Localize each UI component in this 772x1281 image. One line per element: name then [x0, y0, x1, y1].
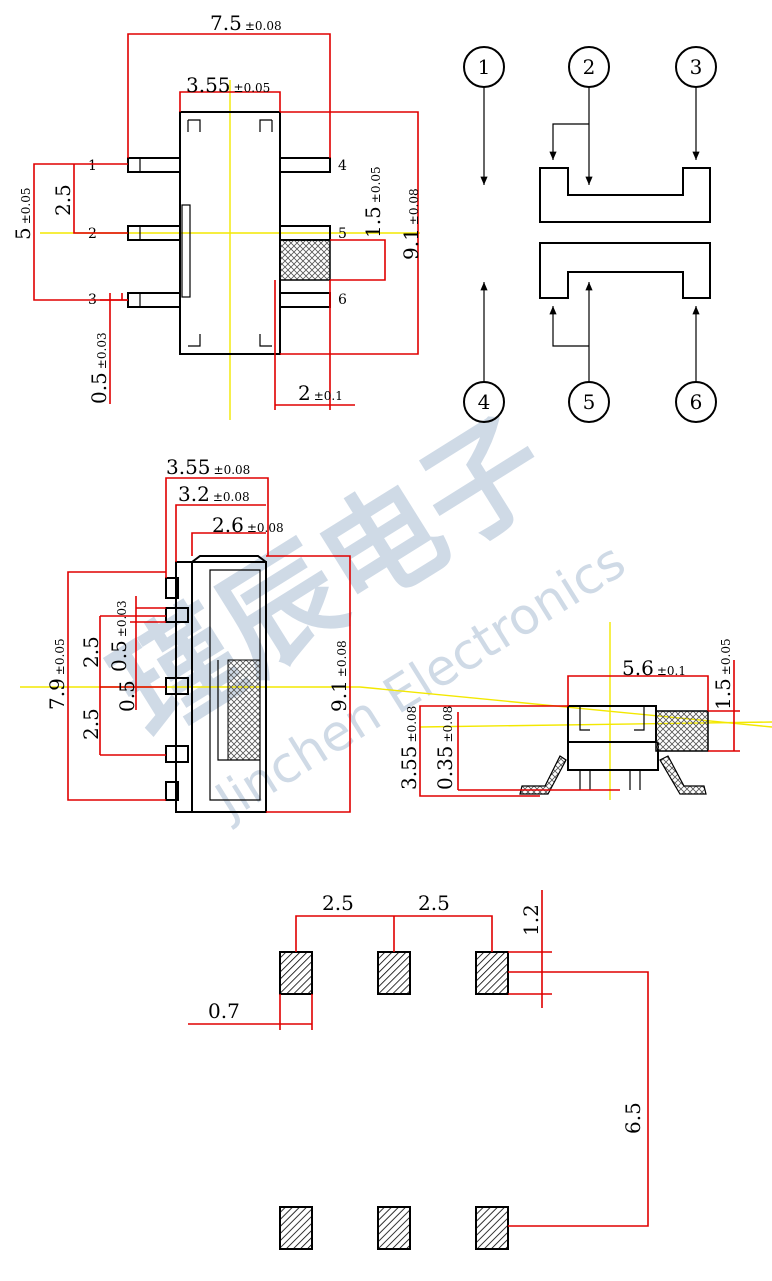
schematic: 1 2 3 4 5 6	[463, 46, 717, 423]
dim-front-actuator: 1.5±0.05	[711, 638, 735, 710]
pin-label-2: 2	[88, 226, 97, 242]
dim-top-height: 9.1±0.08	[399, 188, 423, 260]
dim-fp-pitch-b: 2.5	[418, 891, 450, 915]
pin-label-4: 4	[338, 158, 347, 174]
terminal-label-5: 5	[583, 390, 596, 414]
front-view: 5.6±0.1 1.5±0.05 3.55±0.08 0.35±0.08	[397, 622, 772, 800]
terminal-label-3: 3	[690, 55, 703, 79]
contact-lower	[539, 242, 711, 299]
dim-side-height-left: 7.9±0.05	[45, 638, 69, 710]
dim-side-d2: 3.2±0.08	[178, 482, 250, 506]
side-pin-3	[165, 745, 189, 763]
pad-5	[377, 1206, 411, 1250]
dim-side-pin-w-a: 0.5±0.03	[107, 600, 131, 672]
pad-1	[279, 951, 313, 995]
terminal-label-1: 1	[478, 55, 491, 79]
side-body	[175, 561, 267, 813]
front-actuator	[655, 710, 709, 752]
side-pin-top	[165, 577, 179, 599]
side-pin-2	[165, 677, 189, 695]
dim-side-pitch-bottom: 2.5	[79, 708, 103, 740]
pin-label-1: 1	[88, 158, 97, 174]
dim-fp-pitch-a: 2.5	[322, 891, 354, 915]
dim-side-d1: 3.55±0.08	[166, 455, 250, 479]
terminal-label-4: 4	[478, 390, 491, 414]
dim-side-height-right: 9.1±0.08	[327, 640, 351, 712]
side-view: 3.55±0.08 3.2±0.08 2.6±0.08 7.9±0.05 9.1…	[20, 455, 772, 813]
pin-1	[127, 157, 181, 173]
pin-label-6: 6	[338, 292, 347, 308]
dim-top-width: 7.5±0.08	[210, 11, 282, 35]
dim-side-pin-w-b: 0.5	[115, 680, 139, 712]
pad-4	[279, 1206, 313, 1250]
dim-side-pitch-top: 2.5	[79, 636, 103, 668]
dim-top-offset: 2±0.1	[298, 381, 343, 405]
dim-top-pin-width: 0.5±0.03	[87, 332, 111, 404]
pad-3	[475, 951, 509, 995]
dim-fp-pad-w: 0.7	[208, 999, 240, 1023]
dim-front-height: 3.55±0.08	[397, 706, 421, 790]
pad-2	[377, 951, 411, 995]
dim-top-body-width: 3.55±0.05	[186, 73, 270, 97]
pcb-footprint: 2.5 2.5 0.7 1.2 6.5	[188, 890, 649, 1250]
side-pin-1	[165, 607, 189, 623]
dim-top-left-span: 5±0.05	[11, 187, 35, 240]
dim-fp-row-span: 6.5	[621, 1102, 645, 1134]
actuator	[279, 239, 331, 281]
dim-fp-pad-h: 1.2	[519, 904, 543, 936]
contact-upper	[539, 167, 711, 223]
side-pin-bottom	[165, 781, 179, 801]
pin-label-5: 5	[338, 226, 347, 242]
dim-top-pin-len: 1.5±0.05	[361, 166, 385, 238]
dim-side-d3: 2.6±0.08	[212, 513, 284, 537]
pin-3	[127, 292, 181, 308]
terminal-label-2: 2	[583, 55, 596, 79]
dim-front-standoff: 0.35±0.08	[433, 706, 457, 790]
pin-4	[279, 157, 331, 173]
pad-6	[475, 1206, 509, 1250]
terminal-label-6: 6	[690, 390, 703, 414]
pin-6	[279, 292, 331, 308]
dim-front-width: 5.6±0.1	[622, 656, 686, 680]
dim-top-pitch: 2.5	[51, 184, 75, 216]
top-view: 1 2 3 4 5 6 7.5±0.08 3.55±0.05 9.1±0.08 …	[11, 11, 423, 420]
